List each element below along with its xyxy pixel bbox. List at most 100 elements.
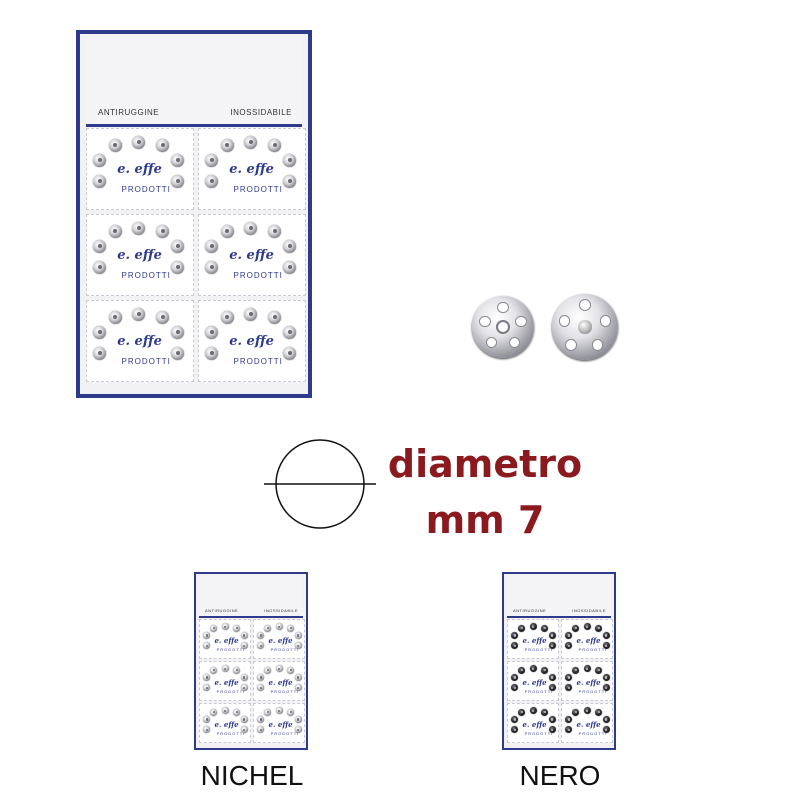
- snap-fastener: [572, 666, 580, 674]
- snap-fastener: [220, 310, 234, 324]
- snap-fastener: [233, 708, 241, 716]
- snap-fastener: [529, 623, 537, 631]
- brand-subtitle: PRODOTTI: [270, 731, 300, 737]
- snap-fastener: [518, 624, 526, 632]
- snap-fastener: [221, 707, 229, 715]
- snap-fastener: [93, 325, 107, 339]
- brand-logo: e. effe: [576, 636, 601, 645]
- snap-fastener: [565, 726, 573, 734]
- snap-fastener: [108, 310, 122, 324]
- snap-fastener: [583, 665, 591, 673]
- snap-fastener: [221, 665, 229, 673]
- brand-logo: e. effe: [214, 678, 239, 687]
- snap-fastener: [583, 623, 591, 631]
- snap-fastener: [221, 623, 229, 631]
- snap-fastener: [240, 642, 248, 650]
- snap-fastener: [548, 726, 556, 734]
- snap-fastener: [541, 666, 549, 674]
- snap-fastener: [602, 716, 610, 723]
- snap-fastener: [548, 684, 556, 692]
- snap-fastener: [595, 666, 603, 674]
- snap-fastener: [518, 666, 526, 674]
- card-header: ANTIRUGGINE INOSSIDABILE: [86, 38, 302, 127]
- snap-fastener: [108, 224, 122, 238]
- snap-fastener: [541, 708, 549, 716]
- snap-fastener: [93, 239, 107, 253]
- snap-fastener: [244, 135, 258, 149]
- variant-label-nero: NERO: [519, 760, 601, 791]
- snap-fastener: [529, 707, 537, 715]
- snap-fastener: [287, 708, 295, 716]
- snap-fastener: [548, 642, 556, 650]
- snap-fastener: [518, 708, 526, 716]
- brand-subtitle: PRODOTTI: [578, 647, 608, 653]
- brand-logo: e. effe: [268, 636, 293, 645]
- snap-fastener: [602, 642, 610, 650]
- snap-fastener: [275, 623, 283, 631]
- snap-fastener: [233, 666, 241, 674]
- brand-subtitle: PRODOTTI: [233, 184, 283, 194]
- snap-fastener: [203, 684, 211, 692]
- snap-fastener: [602, 684, 610, 692]
- snap-fastener: [572, 708, 580, 716]
- card-header-right: INOSSIDABILE: [572, 608, 606, 613]
- card-header-left: ANTIRUGGINE: [513, 608, 547, 613]
- snap-fastener: [511, 642, 519, 650]
- brand-logo: e. effe: [268, 678, 293, 687]
- brand-subtitle: PRODOTTI: [233, 356, 283, 366]
- snap-fastener: [541, 624, 549, 632]
- snap-fastener: [93, 260, 107, 274]
- brand-logo: e. effe: [229, 247, 274, 263]
- brand-logo: e. effe: [522, 678, 547, 687]
- card-header-right: INOSSIDABILE: [264, 608, 298, 613]
- snap-fastener: [203, 632, 211, 639]
- snap-fastener: [268, 224, 282, 238]
- snap-fastener: [171, 260, 185, 274]
- snap-fastener: [511, 684, 519, 692]
- snap-fastener: [240, 726, 248, 734]
- snap-fastener: [156, 138, 170, 152]
- diameter-line1: diametro: [387, 442, 583, 486]
- snap-fastener: [240, 684, 248, 692]
- snap-fastener: [205, 153, 219, 167]
- snap-fastener: [548, 632, 556, 639]
- snap-fastener: [244, 221, 258, 235]
- snap-female-photo: [472, 296, 534, 358]
- brand-logo: e. effe: [522, 636, 547, 645]
- snap-fastener: [548, 716, 556, 723]
- snap-fastener: [595, 624, 603, 632]
- snap-fastener: [203, 726, 211, 734]
- diameter-line2: mm 7: [425, 498, 545, 542]
- snap-fastener: [511, 716, 519, 723]
- snap-fastener: [257, 642, 265, 650]
- snap-fastener: [220, 224, 234, 238]
- card-header-left: ANTIRUGGINE: [98, 108, 160, 117]
- snap-fastener: [602, 726, 610, 734]
- brand-subtitle: PRODOTTI: [121, 356, 171, 366]
- snap-fastener: [132, 307, 146, 321]
- brand-logo: e. effe: [214, 636, 239, 645]
- snap-male-photo: [552, 294, 618, 360]
- snap-fastener: [294, 642, 302, 650]
- snap-fastener: [283, 174, 297, 188]
- snap-fastener: [283, 325, 297, 339]
- snap-fastener: [565, 674, 573, 681]
- snap-fastener: [93, 174, 107, 188]
- snap-fastener: [294, 632, 302, 639]
- snap-fastener: [294, 716, 302, 723]
- snap-fastener: [283, 239, 297, 253]
- brand-logo: e. effe: [229, 333, 274, 349]
- brand-subtitle: PRODOTTI: [233, 270, 283, 280]
- snap-fastener: [275, 665, 283, 673]
